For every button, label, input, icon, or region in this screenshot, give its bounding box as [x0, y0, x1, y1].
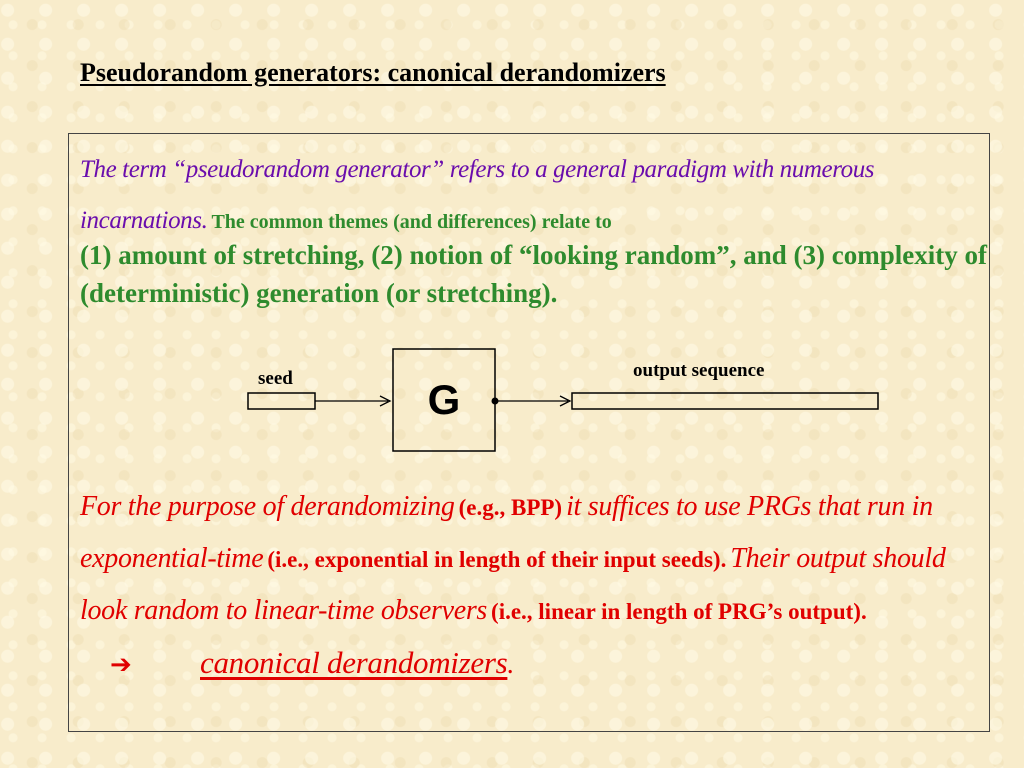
conclusion-s5: Their output should look random to linea… — [80, 543, 946, 626]
intro-paragraph: The term “pseudorandom generator” refers… — [80, 146, 985, 248]
canonical-derandomizers-text: canonical derandomizers — [200, 645, 508, 680]
output-sequence-label: output sequence — [633, 360, 765, 381]
conclusion-s4: (i.e., exponential in length of their in… — [267, 547, 727, 572]
conclusion-paragraph: For the purpose of derandomizing (e.g., … — [80, 483, 985, 693]
content-frame — [68, 133, 990, 732]
themes-paragraph: (1) amount of stretching, (2) notion of … — [80, 240, 987, 308]
generator-label: G — [427, 376, 461, 423]
conclusion-s2: (e.g., BPP) — [458, 495, 563, 520]
conclusion-s6: (i.e., linear in length of PRG’s output)… — [491, 599, 867, 624]
arrow-icon: ➔ — [110, 650, 132, 679]
seed-label: seed — [258, 368, 293, 389]
conclusion-s1: For the purpose of derandomizing — [80, 491, 455, 522]
final-punctuation: . — [507, 649, 515, 680]
intro-italic-text: The term “pseudorandom generator” refers… — [80, 156, 875, 234]
intro-plain-text: The common themes (and differences) rela… — [211, 211, 612, 233]
page-title: Pseudorandom generators: canonical deran… — [80, 58, 666, 87]
conclusion-s3: it suffices to use PRGs that run in expo… — [80, 491, 933, 574]
